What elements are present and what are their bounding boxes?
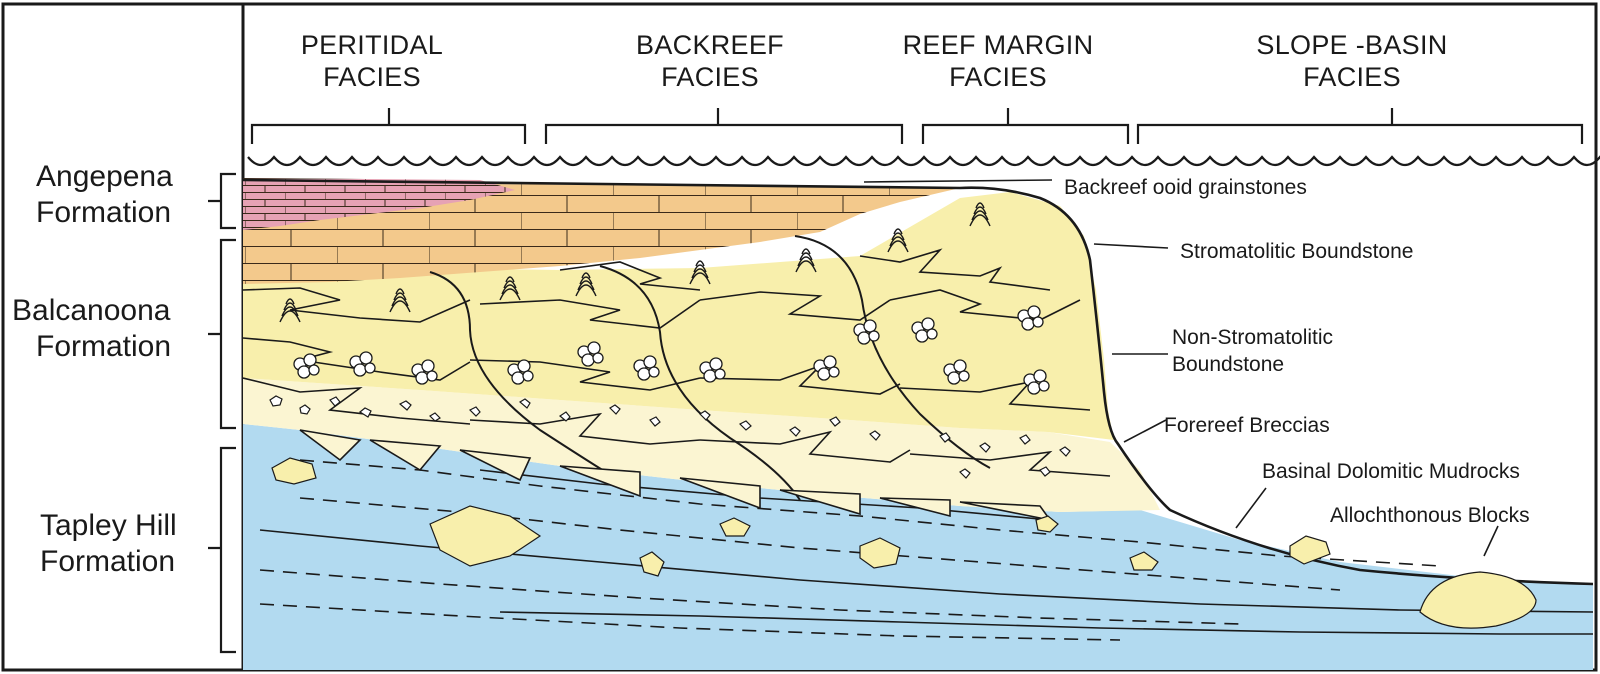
bracket-peritidal xyxy=(250,108,527,144)
sea-level-wave xyxy=(247,155,1600,167)
bracket-balcanoona xyxy=(208,238,236,430)
facies-reef-margin-line1: REEF MARGIN xyxy=(903,30,1094,60)
facies-backreef-line2: FACIES xyxy=(661,62,759,92)
label-backreef-ooid: Backreef ooid grainstones xyxy=(1064,176,1307,199)
formation-labels: Angepena Formation Balcanoona Formation … xyxy=(12,160,177,578)
allochthonous-blocks xyxy=(271,457,1537,629)
breccia-clasts xyxy=(269,395,1071,479)
boundstone-clusters xyxy=(293,305,1050,395)
leader-mudrocks xyxy=(1235,487,1267,529)
leader-blocks xyxy=(1483,525,1499,557)
facies-brackets xyxy=(250,108,1584,144)
leader-breccias xyxy=(1123,419,1167,443)
forereef-tongues xyxy=(299,429,1052,522)
facies-reef-margin-line2: FACIES xyxy=(949,62,1047,92)
formation-tapley-hill-line2: Formation xyxy=(40,545,175,578)
reef-margin-outline xyxy=(243,178,1593,586)
leader-stromatolitic xyxy=(1093,243,1169,249)
interfingering-lines xyxy=(243,248,1111,477)
label-forereef-breccias: Forereef Breccias xyxy=(1164,414,1330,437)
bracket-angepena xyxy=(208,172,236,230)
leader-ooid xyxy=(863,179,1053,183)
label-basinal-mudrocks: Basinal Dolomitic Mudrocks xyxy=(1262,460,1520,483)
formation-balcanoona-line1: Balcanoona xyxy=(12,294,171,327)
bracket-slope-basin xyxy=(1136,108,1584,144)
basinal-mudrocks-layer xyxy=(243,424,1593,670)
reef-front-curves xyxy=(429,235,991,501)
formation-balcanoona-line2: Formation xyxy=(36,330,171,363)
formation-angepena-line2: Formation xyxy=(36,196,171,229)
label-non-stromatolitic-1: Non-Stromatolitic xyxy=(1172,326,1333,349)
leader-lines xyxy=(863,179,1499,557)
facies-slope-basin-line1: SLOPE -BASIN xyxy=(1256,30,1447,60)
stromatolite-symbols xyxy=(279,202,991,323)
formation-angepena-line1: Angepena xyxy=(36,160,173,193)
facies-slope-basin-line2: FACIES xyxy=(1303,62,1401,92)
label-non-stromatolitic-2: Boundstone xyxy=(1172,353,1284,376)
cross-section xyxy=(243,178,1593,670)
bracket-reef-margin xyxy=(921,108,1130,144)
bracket-backreef xyxy=(544,108,904,144)
unit-labels: Backreef ooid grainstones Stromatolitic … xyxy=(1064,176,1530,527)
formation-brackets xyxy=(208,172,236,654)
label-stromatolitic-boundstone: Stromatolitic Boundstone xyxy=(1180,240,1413,263)
facies-peritidal-line1: PERITIDAL xyxy=(301,30,443,60)
facies-headers: PERITIDAL FACIES BACKREEF FACIES REEF MA… xyxy=(301,30,1447,92)
label-allochthonous-blocks: Allochthonous Blocks xyxy=(1330,504,1530,527)
facies-backreef-line1: BACKREEF xyxy=(636,30,784,60)
basin-lines xyxy=(259,459,1593,641)
peritidal-brick-pattern xyxy=(243,178,515,230)
facies-peritidal-line2: FACIES xyxy=(323,62,421,92)
formation-tapley-hill-line1: Tapley Hill xyxy=(40,509,177,542)
bracket-tapley-hill xyxy=(208,446,236,654)
